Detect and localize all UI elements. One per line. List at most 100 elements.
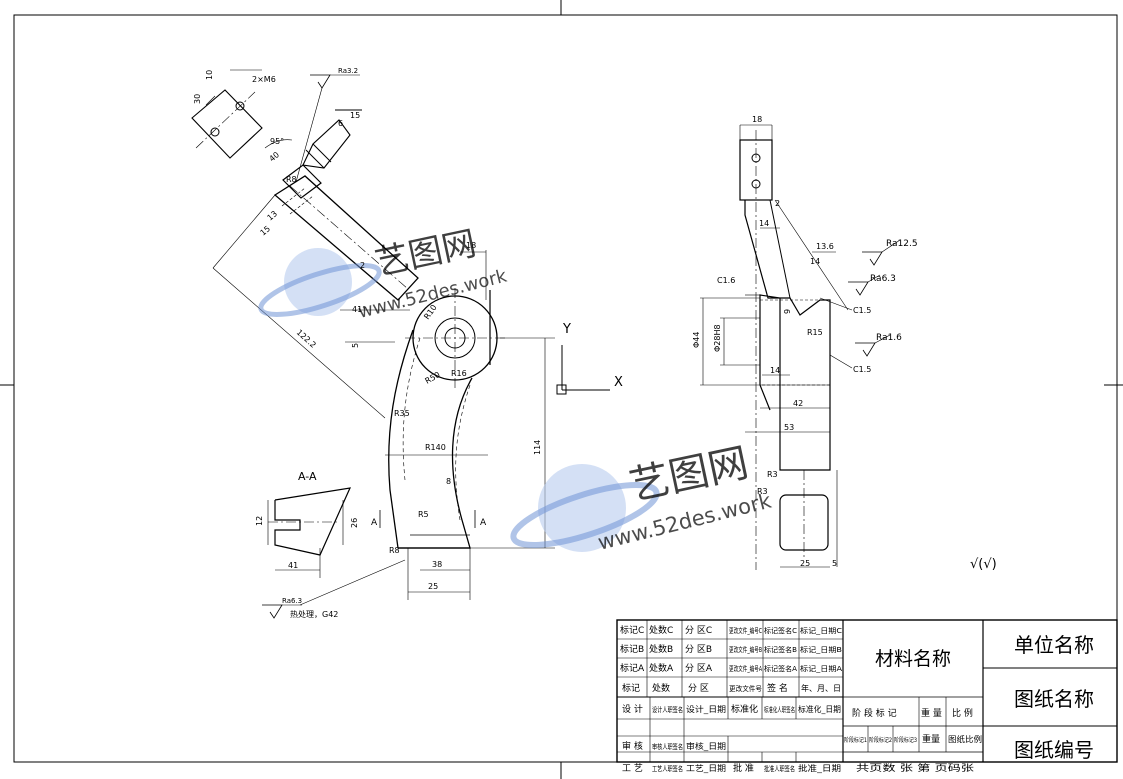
side-ra-12-5: Ra12.5 [886, 239, 918, 249]
dim-30: 30 [193, 94, 202, 104]
side-dim-25: 25 [800, 559, 810, 568]
stage-cell-1: 阶段标记1 [844, 736, 867, 744]
side-dim-9: 9 [783, 309, 792, 314]
side-dim-14b: 14 [810, 257, 820, 266]
side-dim-13-6: 13.6 [816, 242, 834, 251]
dim-38: 38 [432, 560, 442, 569]
dim-40: 40 [268, 150, 282, 163]
process-3: 批 准 [733, 762, 754, 774]
design-2: 设计_日期 [686, 704, 726, 714]
dim-122: 122.2 [295, 328, 318, 350]
stage-cell-3: 阶段标记3 [894, 736, 917, 744]
design-1: 设计人职签名 [652, 705, 683, 714]
design-5: 标准化_日期 [798, 704, 841, 714]
dim-8: 8 [446, 477, 451, 486]
dim-r140: R140 [425, 443, 446, 452]
rev-a-1: 处数A [649, 662, 674, 674]
side-dim-18: 18 [752, 115, 762, 124]
roughness-note: √(√) [970, 557, 997, 572]
axis-y-label: Y [562, 322, 571, 337]
rev-a-4: 标记签名A [764, 664, 797, 673]
rev-h-0: 标记 [622, 682, 640, 694]
stage-label: 阶 段 标 记 [852, 707, 897, 719]
side-dimensions: 18 2 14 13.6 Ra12.5 14 Ra6.3 C1.6 C1.5 9… [692, 115, 918, 568]
dim-r8: R8 [286, 175, 297, 184]
dim-114: 114 [533, 440, 542, 455]
review-1: 审核人职签名 [652, 742, 683, 751]
dim-6: 6 [338, 119, 343, 128]
revision-table: 标记C 处数C 分 区C 更改文件_编号C 标记签名C 标记_日期C 标记B 处… [620, 624, 842, 774]
process-5: 批准_日期 [798, 763, 841, 773]
rev-a-0: 标记A [620, 662, 645, 674]
axis-indicator [556, 345, 610, 395]
design-4: 标准化人职签名 [764, 705, 795, 714]
rev-b-4: 标记签名B [764, 645, 797, 654]
title-block [616, 619, 1118, 763]
weight-label: 重 量 [921, 707, 942, 719]
process-2: 工艺_日期 [686, 764, 726, 773]
dim-r35: R35 [394, 409, 410, 418]
dim-holes: 2×M6 [252, 75, 276, 84]
rev-h-5: 年、月、日 [801, 683, 841, 693]
rev-a-3: 更改文件_编号A [729, 664, 762, 673]
rev-b-0: 标记B [620, 643, 644, 655]
rev-b-3: 更改文件_编号B [729, 645, 762, 654]
side-c1-5a: C1.5 [853, 306, 871, 315]
side-dim-28: Φ28H8 [713, 324, 722, 352]
front-view [191, 69, 555, 600]
sec-note: 热处理，G42 [290, 609, 338, 619]
design-3: 标准化 [731, 703, 758, 715]
rev-h-4: 签 名 [767, 682, 788, 694]
section-label: A-A [298, 470, 317, 483]
rev-b-5: 标记_日期B [800, 645, 842, 654]
dim-2: 2 [360, 261, 365, 270]
sheet-border [13, 14, 1118, 763]
drawing-number: 图纸编号 [1014, 738, 1094, 762]
dim-ra-top: Ra3.2 [338, 67, 358, 75]
rev-a-5: 标记_日期A [800, 664, 842, 673]
side-dim-2: 2 [775, 199, 780, 208]
side-view [700, 124, 901, 570]
review-2: 审核_日期 [686, 741, 726, 751]
rev-b-2: 分 区B [685, 644, 712, 655]
sec-dim-12: 12 [255, 516, 264, 526]
scale-value: 图纸比例 [948, 734, 982, 744]
sec-dim-26: 26 [350, 518, 359, 528]
section-arrow-right: A [480, 518, 487, 528]
rev-b-1: 处数B [649, 643, 673, 655]
weight-value: 重量 [922, 733, 940, 745]
rev-c-5: 标记_日期C [800, 626, 842, 635]
watermark-logo [258, 248, 660, 552]
side-dim-5: 5 [832, 559, 837, 568]
side-ra-6-3: Ra6.3 [870, 274, 896, 284]
side-dim-42: 42 [793, 399, 803, 408]
sec-ra: Ra6.3 [282, 597, 302, 605]
side-dim-14c: 14 [770, 366, 780, 375]
rev-h-3: 更改文件号 [729, 684, 762, 693]
material-name: 材料名称 [875, 648, 951, 670]
sec-dim-41: 41 [288, 561, 298, 570]
dim-41: 41° [352, 305, 366, 314]
section-dimensions: 12 26 41 Ra6.3 热处理，G42 [255, 516, 359, 619]
side-dim-14a: 14 [759, 219, 769, 228]
section-arrow-left: A [371, 518, 378, 528]
design-0: 设 计 [622, 703, 643, 715]
sheet-count: 共页数 张 第 页码张 [856, 762, 974, 774]
dim-95: 95° [270, 137, 284, 146]
rev-c-2: 分 区C [685, 625, 712, 636]
side-c1-5b: C1.5 [853, 365, 871, 374]
rev-c-0: 标记C [620, 624, 644, 636]
process-4: 批准人职签名 [764, 764, 795, 773]
side-r15: R15 [807, 328, 823, 337]
rev-h-2: 分 区 [688, 683, 709, 694]
dim-15b: 15 [259, 224, 273, 237]
dim-13: 13 [266, 209, 280, 222]
process-1: 工艺人职签名 [652, 764, 683, 773]
rev-a-2: 分 区A [685, 663, 713, 674]
unit-name: 单位名称 [1014, 633, 1094, 657]
dim-25: 25 [428, 582, 438, 591]
section-view-aa [262, 487, 476, 619]
side-dim-44: Φ44 [692, 332, 701, 348]
